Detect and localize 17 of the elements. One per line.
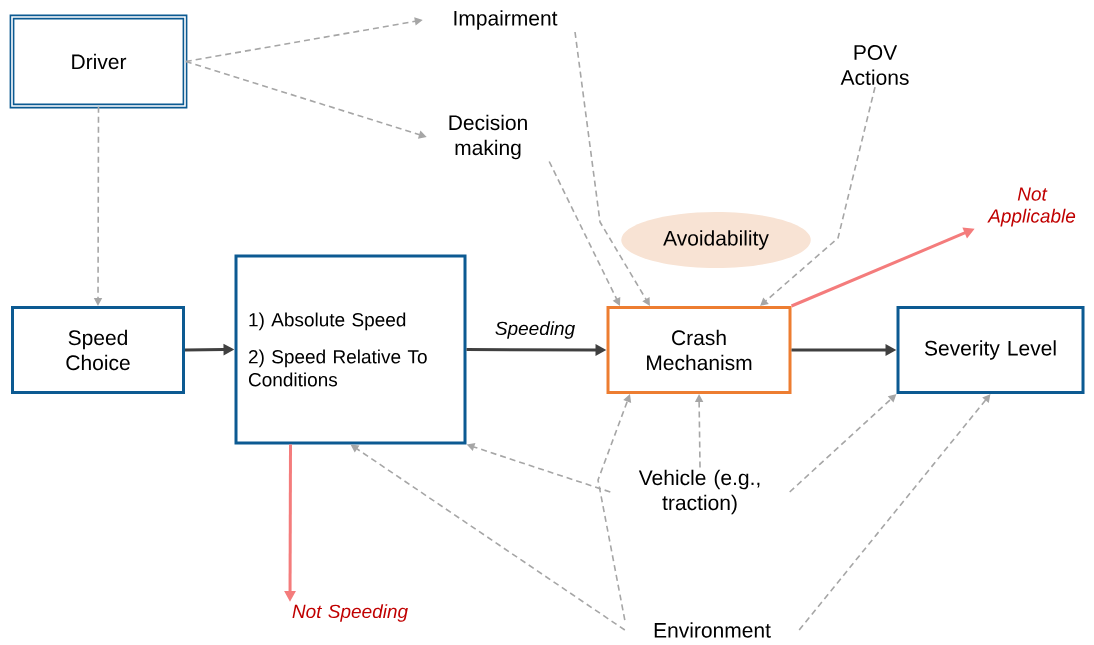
outcome-label: Not Applicable [987,187,1076,227]
factor-label: POV Actions [840,45,909,85]
factor-label: Decision making [449,114,527,160]
process-box: Severity Level [896,306,1085,394]
process-box: Crash Mechanism [606,306,792,394]
edge-label: Speeding [493,320,577,340]
process-box: 1) Absolute Speed 2) Speed Relative To Conditions [234,254,467,445]
dashed-arrow [548,160,621,306]
dashed-arrow [798,394,991,631]
process-box: Speed Choice [11,306,185,394]
process-box: Driver [9,14,188,109]
factor-label: Impairment [454,10,558,30]
outcome-label: Not Speeding [292,604,408,622]
factor-label: Vehicle (e.g., traction) [638,469,760,515]
factor-label: Environment [654,622,771,638]
dashed-arrow [760,86,876,306]
dashed-arrow [574,31,650,306]
